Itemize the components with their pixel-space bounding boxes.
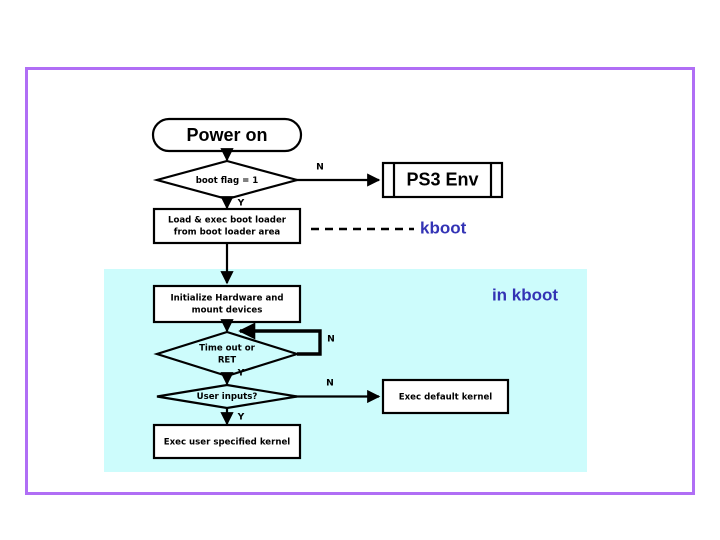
node-ps3-env-label: PS3 Env [406, 169, 478, 189]
slide-border [25, 67, 695, 495]
node-timeout-label-2: RET [218, 356, 236, 366]
node-exec-user-label: Exec user specified kernel [164, 438, 291, 448]
edge-label-y-userinput: Y [237, 412, 245, 423]
kboot-callout-label: kboot [420, 218, 467, 237]
edge-label-n-userinput: N [326, 378, 334, 389]
node-exec-default-label: Exec default kernel [399, 393, 493, 403]
edge-label-n-timeout: N [327, 334, 335, 345]
node-power-on-label: Power on [186, 125, 267, 145]
node-init-hw-label-1: Initialize Hardware and [170, 294, 283, 304]
node-timeout-label-1: Time out or [199, 344, 256, 354]
kboot-region-label: in kboot [492, 285, 558, 304]
node-load-exec[interactable] [152, 207, 302, 245]
edge-label-y-bootflag: Y [237, 198, 245, 209]
node-load-exec-label-2: from boot loader area [174, 228, 281, 238]
node-exec-default[interactable] [381, 378, 510, 415]
node-ps3-env[interactable] [381, 161, 504, 199]
edge-label-n-bootflag: N [316, 162, 324, 173]
edge-timeout-loop [238, 322, 322, 356]
edge-label-y-timeout: Y [237, 368, 245, 379]
node-load-exec-label-1: Load & exec boot loader [168, 216, 287, 226]
node-boot-flag-label: boot flag = 1 [196, 176, 259, 186]
node-user-input-label: User inputs? [197, 392, 258, 402]
node-init-hw-label-2: mount devices [192, 306, 263, 316]
node-exec-user[interactable] [152, 423, 302, 460]
node-init-hw[interactable] [152, 284, 302, 324]
